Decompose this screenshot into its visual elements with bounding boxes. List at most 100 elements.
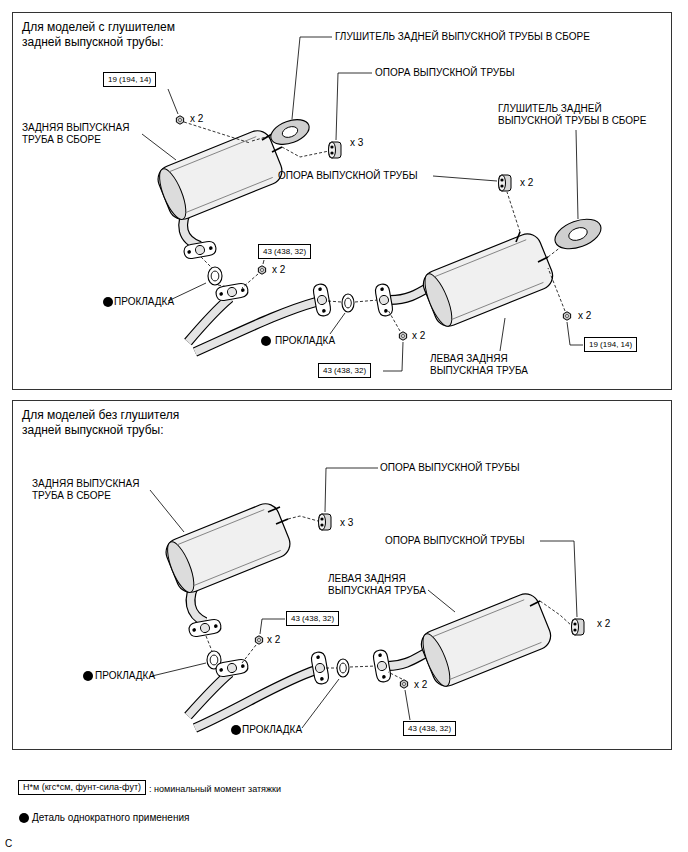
torque-value: 43 (438, 32) <box>291 613 334 624</box>
part-label: ЛЕВАЯ ЗАДНЯЯ ВЫПУСКНАЯ ТРУБА <box>430 353 560 377</box>
leader-line <box>330 313 345 334</box>
muffler-shell <box>417 590 555 691</box>
part-label: ГЛУШИТЕЛЬ ЗАДНЕЙ ВЫПУСКНОЙ ТРУБЫ В СБОРЕ <box>335 31 590 43</box>
leader-line <box>500 318 505 351</box>
flange-plate <box>374 283 393 317</box>
leader-line <box>302 679 339 728</box>
nut-bore <box>566 315 569 318</box>
quantity-mark: x 2 <box>267 634 280 646</box>
part-label: ОПОРА ВЫПУСКНОЙ ТРУБЫ <box>380 462 520 474</box>
gasket-hole <box>345 298 352 308</box>
torque-box: 19 (194, 14) <box>103 72 156 87</box>
exhaust-pipe <box>195 670 316 728</box>
hex-nut <box>258 266 265 274</box>
hanger-hole <box>500 178 503 181</box>
torque-box: 43 (438, 32) <box>258 244 311 259</box>
torque-value: 43 (438, 32) <box>323 365 366 376</box>
tail-finisher <box>267 115 312 149</box>
muffler-shell <box>154 127 286 224</box>
hanger-hole <box>330 151 333 154</box>
flange-bore <box>379 295 389 305</box>
leader-line <box>263 260 264 264</box>
single-use-dot <box>231 725 241 735</box>
muffler-seam <box>169 137 256 172</box>
muffler-body <box>162 500 294 597</box>
pipe-fill <box>195 670 316 728</box>
bolt-hole <box>192 628 196 632</box>
assembly-dash-line <box>288 516 318 521</box>
leader-line <box>168 89 178 114</box>
flange-bore <box>227 663 237 673</box>
muffler-end-cap <box>154 166 191 223</box>
flange-plate <box>183 240 217 259</box>
pipe-flange <box>312 283 331 317</box>
bolt-hole <box>241 288 245 292</box>
bolt-hole <box>219 668 223 672</box>
assembly-dash-line <box>282 147 329 157</box>
flange-plate <box>372 649 391 683</box>
bolt-hole <box>380 287 384 291</box>
hanger-hole <box>330 145 333 148</box>
assembly-dash-line <box>206 636 212 651</box>
hanger-face <box>499 175 506 191</box>
stud-pin <box>276 519 288 524</box>
bolt-hole <box>320 677 324 681</box>
pipe-flange <box>183 240 217 259</box>
finisher-hole <box>567 225 589 243</box>
hanger-hole <box>320 523 323 526</box>
quantity-mark: x 2 <box>412 330 425 342</box>
hanger-hole <box>573 628 576 631</box>
assembly-dash-line <box>355 300 378 302</box>
hex-nut <box>563 312 570 320</box>
torque-box: 19 (194, 14) <box>584 337 637 352</box>
leader-line <box>433 176 497 181</box>
hanger-body <box>572 619 584 635</box>
flange-plate <box>312 283 331 317</box>
assembly-dash-line <box>350 666 376 667</box>
pipe-flange <box>215 282 249 301</box>
part-label: C <box>5 838 12 850</box>
tail-finisher <box>551 214 605 255</box>
stud-pin <box>538 257 548 262</box>
bolt-hole <box>316 655 320 659</box>
bolt-hole <box>214 624 218 628</box>
legend-text: : номинальный момент затяжки <box>149 783 281 795</box>
assembly-dash-line <box>548 268 565 311</box>
nut-bore <box>179 119 182 122</box>
bolt-hole <box>322 309 326 313</box>
gasket-ring <box>337 659 349 677</box>
panel-heading: Для моделей без глушителя задней выпускн… <box>13 401 202 438</box>
quantity-mark: x 2 <box>597 618 610 630</box>
hanger-body <box>329 142 341 158</box>
leader-line <box>336 73 372 140</box>
leader-line <box>260 619 285 634</box>
muffler-body <box>417 590 555 691</box>
flange-bore <box>227 287 237 297</box>
leader-line <box>325 468 378 512</box>
torque-value: Н*м (кгс*см, фунт-сила-фут) <box>23 782 141 793</box>
muffler-seam <box>450 642 542 679</box>
flange-bore <box>317 295 327 305</box>
part-label: ЛЕВАЯ ЗАДНЯЯ ВЫПУСКНАЯ ТРУБА <box>328 573 458 597</box>
quantity-mark: x 3 <box>340 517 353 529</box>
part-label: ОПОРА ВЫПУСКНОЙ ТРУБЫ <box>385 535 525 547</box>
torque-box: 43 (438, 32) <box>403 721 456 736</box>
rubber-hanger <box>499 175 512 191</box>
stud-pin <box>516 232 520 242</box>
part-label: ПРОКЛАДКА <box>95 670 155 682</box>
gasket <box>337 659 349 677</box>
bolt-hole <box>209 246 213 250</box>
gasket-hole <box>211 271 219 281</box>
bolt-hole <box>187 250 191 254</box>
part-label: ПРОКЛАДКА <box>275 335 335 347</box>
pipe-flange <box>372 649 391 683</box>
pipe-flange <box>188 618 222 637</box>
finisher-hole <box>281 125 299 140</box>
torque-box: Н*м (кгс*см, фунт-сила-фут) <box>18 780 146 795</box>
legend-text: Деталь однократного применения <box>32 812 189 824</box>
assembly-dash-line <box>540 601 572 626</box>
hanger-hole <box>320 517 323 520</box>
muffler-seam <box>434 240 526 277</box>
assembly-dash-line <box>328 301 341 302</box>
quantity-mark: x 2 <box>272 264 285 276</box>
